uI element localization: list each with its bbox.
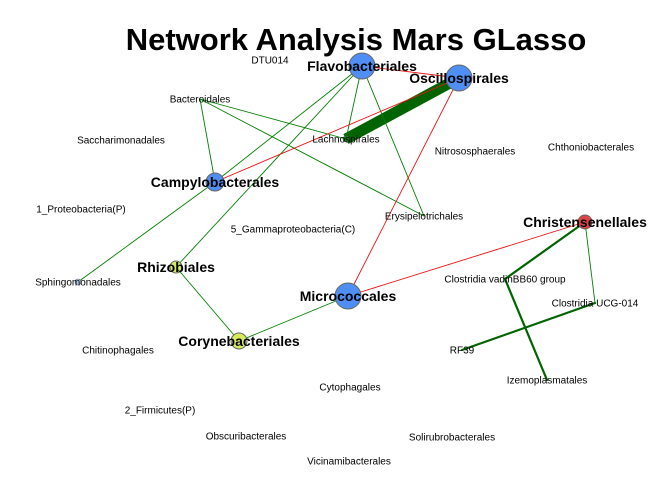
label-vicinamibacterales: Vicinamibacterales bbox=[307, 457, 391, 468]
label-obscuribacterales: Obscuribacterales bbox=[206, 432, 287, 443]
edge-bacteroidales-campylobacterales bbox=[199, 98, 216, 183]
edge-micrococcales-corynebacteriales bbox=[238, 295, 349, 342]
label-nitrososphaerales: Nitrososphaerales bbox=[435, 147, 516, 158]
label-bacteroidales: Bacteroidales bbox=[170, 95, 231, 106]
label-flavobacteriales: Flavobacteriales bbox=[307, 58, 417, 74]
label-cytophagales: Cytophagales bbox=[319, 383, 380, 394]
label-sphingomonadales: Sphingomonadales bbox=[35, 278, 121, 289]
label-clostridia-ucg-014: Clostridia UCG-014 bbox=[552, 299, 639, 310]
edge-clostridia-ucg-014-rf39 bbox=[460, 301, 597, 352]
label-dtu014: DTU014 bbox=[251, 56, 289, 67]
edge-bacteroidales-lachnospirales bbox=[199, 98, 347, 140]
label-oscillospirales: Oscillospirales bbox=[409, 70, 509, 86]
label-lachnospirales: Lachnospirales bbox=[312, 135, 379, 146]
edge-christensenellales-clostridia-ucg-014 bbox=[584, 221, 596, 304]
label-chthoniobacterales: Chthoniobacterales bbox=[548, 143, 634, 154]
edge-flavobacteriales-oscillospirales bbox=[361, 65, 460, 79]
edge-flavobacteriales-rhizobiales bbox=[175, 65, 363, 268]
label-erysipelotrichales: Erysipelotrichales bbox=[385, 212, 463, 223]
label-2-firmicutes-p: 2_Firmicutes(P) bbox=[125, 406, 196, 417]
label-rhizobiales: Rhizobiales bbox=[137, 259, 215, 275]
edge-campylobacterales-sphingomonadales bbox=[77, 181, 216, 283]
node-rhizobiales bbox=[169, 260, 183, 274]
label-izemoplasmatales: Izemoplasmatales bbox=[507, 376, 588, 387]
label-5-gammaproteobacteria-c: 5_Gammaproteobacteria(C) bbox=[231, 225, 356, 236]
edges-layer bbox=[77, 65, 597, 382]
node-lachnospirales bbox=[342, 135, 350, 143]
nodes-layer bbox=[74, 52, 593, 350]
label-saccharimonadales: Saccharimonadales bbox=[77, 136, 165, 147]
node-campylobacterales bbox=[205, 172, 225, 192]
edge-clostridia-vadinbb60-group-izemoplasmatales bbox=[503, 277, 549, 382]
label-rf39: RF39 bbox=[450, 346, 475, 357]
label-chitinophagales: Chitinophagales bbox=[82, 346, 154, 357]
edge-christensenellales-clostridia-vadinbb60-group bbox=[503, 220, 587, 281]
node-christensenellales bbox=[577, 214, 593, 230]
edge-campylobacterales-oscillospirales bbox=[214, 77, 460, 183]
node-flavobacteriales bbox=[348, 52, 376, 80]
node-oscillospirales bbox=[445, 64, 473, 92]
node-sphingomonadales bbox=[74, 278, 82, 286]
node-micrococcales bbox=[334, 282, 362, 310]
edge-flavobacteriales-campylobacterales bbox=[214, 65, 363, 183]
edge-oscillospirales-lachnospirales bbox=[343, 73, 462, 144]
label-christensenellales: Christensenellales bbox=[523, 214, 647, 230]
edge-bacteroidales-erysipelotrichales bbox=[199, 98, 425, 217]
node-corynebacteriales bbox=[230, 332, 248, 350]
edge-rhizobiales-corynebacteriales bbox=[175, 266, 240, 342]
labels-layer: DTU014 FlavobacterialesOscillospiralesBac… bbox=[35, 56, 647, 468]
edge-micrococcales-christensenellales bbox=[347, 221, 586, 297]
label-1-proteobacteria-p: 1_Proteobacteria(P) bbox=[36, 205, 126, 216]
edge-oscillospirales-micrococcales bbox=[347, 77, 460, 297]
label-micrococcales: Micrococcales bbox=[300, 288, 397, 304]
label-clostridia-vadinbb60-group: Clostridia vadinBB60 group bbox=[444, 275, 566, 286]
edge-flavobacteriales-erysipelotrichales bbox=[361, 65, 425, 217]
label-solirubrobacterales: Solirubrobacterales bbox=[409, 433, 495, 444]
figure-title: Network Analysis Mars GLasso bbox=[126, 22, 587, 57]
label-corynebacteriales: Corynebacteriales bbox=[178, 333, 300, 349]
label-campylobacterales: Campylobacterales bbox=[151, 174, 280, 190]
